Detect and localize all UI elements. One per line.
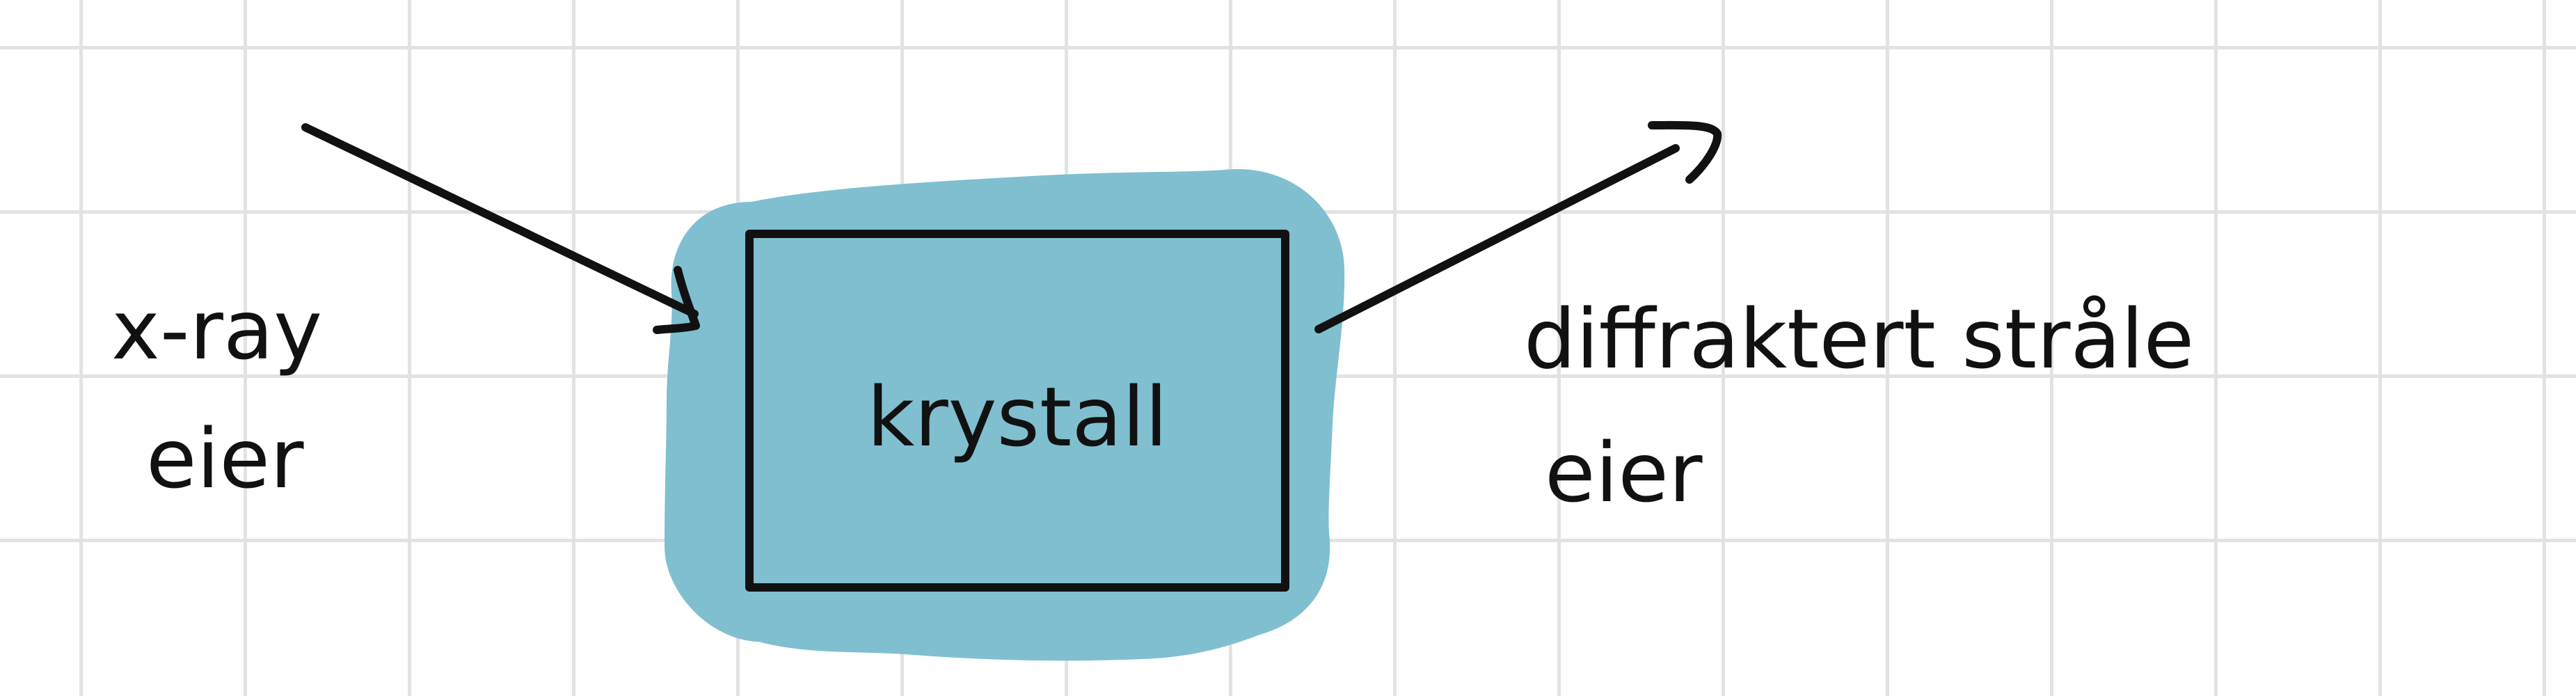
input-label-line2: eier — [146, 411, 304, 507]
crystal-label: krystall — [867, 369, 1168, 465]
crystal-box — [745, 230, 1289, 592]
diffracted-arrow-shaft — [1314, 144, 1680, 333]
diffracted-arrow — [1314, 120, 1722, 333]
output-label-line2: eier — [1545, 425, 1703, 521]
input-label-line1: x-ray — [111, 282, 322, 378]
output-label-line1: diffraktert stråle — [1524, 291, 2194, 387]
incident-arrow-shaft — [301, 123, 699, 318]
incident-arrow — [301, 123, 700, 334]
crystal-highlight-blob — [665, 169, 1345, 661]
incident-arrow-head — [653, 266, 700, 334]
diffracted-arrow-head — [1648, 120, 1722, 184]
